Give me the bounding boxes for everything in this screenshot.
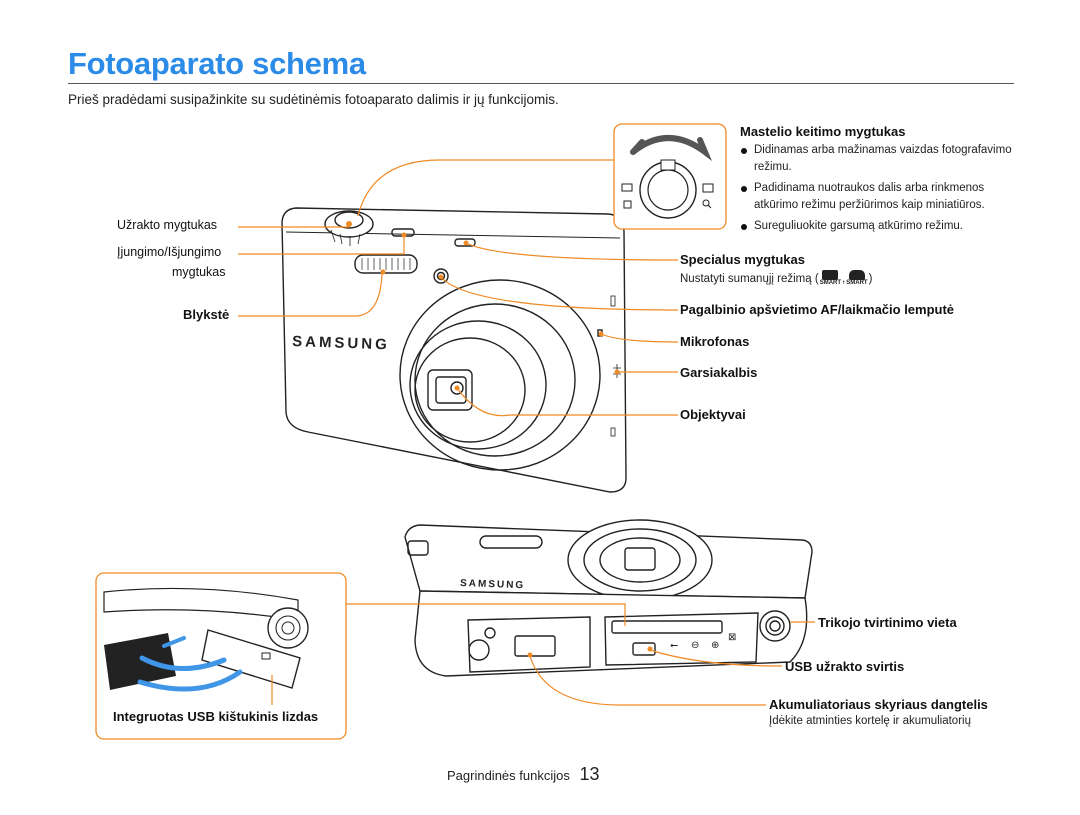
smart-camera-icon: SMART [820, 270, 841, 287]
zoom-heading: Mastelio keitimo mygtukas [740, 124, 906, 139]
rotate-arrow-icon [139, 655, 227, 671]
magnify-icon [702, 199, 710, 207]
label-speaker: Garsiakalbis [680, 365, 758, 380]
label-af-lamp: Pagalbinio apšvietimo AF/laikmačio lempu… [680, 302, 955, 317]
wide-icon [621, 183, 633, 192]
battery-desc: Įdėkite atminties kortelę ir akumuliator… [769, 715, 971, 727]
footer: Pagrindinės funkcijos 13 [447, 764, 600, 785]
camera-bottom-illustration: ⭠ ⊖ ⊕ ⊠ [404, 519, 813, 677]
special-desc: Nustatyti sumanųjį režimą ( SMART , SMAR… [680, 270, 872, 287]
label-power-line1: Įjungimo/Išjungimo [117, 245, 222, 259]
brand-logo-front: SAMSUNG [292, 333, 390, 353]
thumbnail-icon [623, 200, 632, 209]
footer-section: Pagrindinės funkcijos [447, 768, 570, 783]
zoom-bullets: Didinamas arba mažinamas vaizdas fotogra… [740, 142, 1026, 240]
smart-icon-text: SMART [819, 280, 842, 286]
label-tripod: Trikojo tvirtinimo vieta [818, 615, 957, 630]
label-flash: Blykstė [183, 307, 230, 322]
camera-front-illustration [281, 207, 627, 493]
usb-inset [95, 572, 347, 740]
zoom-bullet: Sureguliuokite garsumą atkūrimo režimu. [740, 218, 1026, 235]
label-usb-latch: USB užrakto svirtis [785, 659, 905, 674]
brand-logo-bottom: SAMSUNG [460, 578, 525, 591]
label-lens: Objektyvai [680, 407, 746, 422]
usb-caption: Integruotas USB kištukinis lizdas [113, 709, 319, 724]
svg-text:⊠: ⊠ [728, 632, 736, 643]
zoom-dial-inset [613, 123, 727, 230]
label-shutter: Užrakto mygtukas [117, 218, 218, 232]
special-desc-prefix: Nustatyti sumanųjį režimą ( [680, 272, 819, 285]
label-battery-cover: Akumuliatoriaus skyriaus dangtelis [769, 697, 988, 712]
svg-text:⭠: ⭠ [670, 640, 678, 651]
intro-text: Prieš pradėdami susipažinkite su sudėtin… [68, 92, 559, 107]
special-heading: Specialus mygtukas [680, 252, 805, 267]
svg-text:⊖: ⊖ [691, 640, 699, 651]
zoom-bullet: Padidinama nuotraukos dalis arba rinkmen… [740, 180, 1026, 213]
title-rule [68, 83, 1014, 84]
label-mic: Mikrofonas [680, 334, 750, 349]
smart-movie-icon: SMART [846, 270, 868, 287]
callout-lines [238, 159, 815, 706]
label-power-line2: mygtukas [172, 265, 226, 279]
smart-icon-text: SMART [846, 280, 868, 286]
special-desc-sep: , [842, 272, 846, 285]
page-title: Fotoaparato schema [68, 46, 366, 81]
page-number: 13 [579, 764, 600, 784]
zoom-bullet: Didinamas arba mažinamas vaizdas fotogra… [740, 142, 1026, 175]
special-desc-suffix: ) [868, 272, 873, 285]
zoom-arrow-icon [630, 135, 713, 162]
tele-icon [702, 183, 714, 193]
svg-text:⊕: ⊕ [711, 640, 719, 651]
